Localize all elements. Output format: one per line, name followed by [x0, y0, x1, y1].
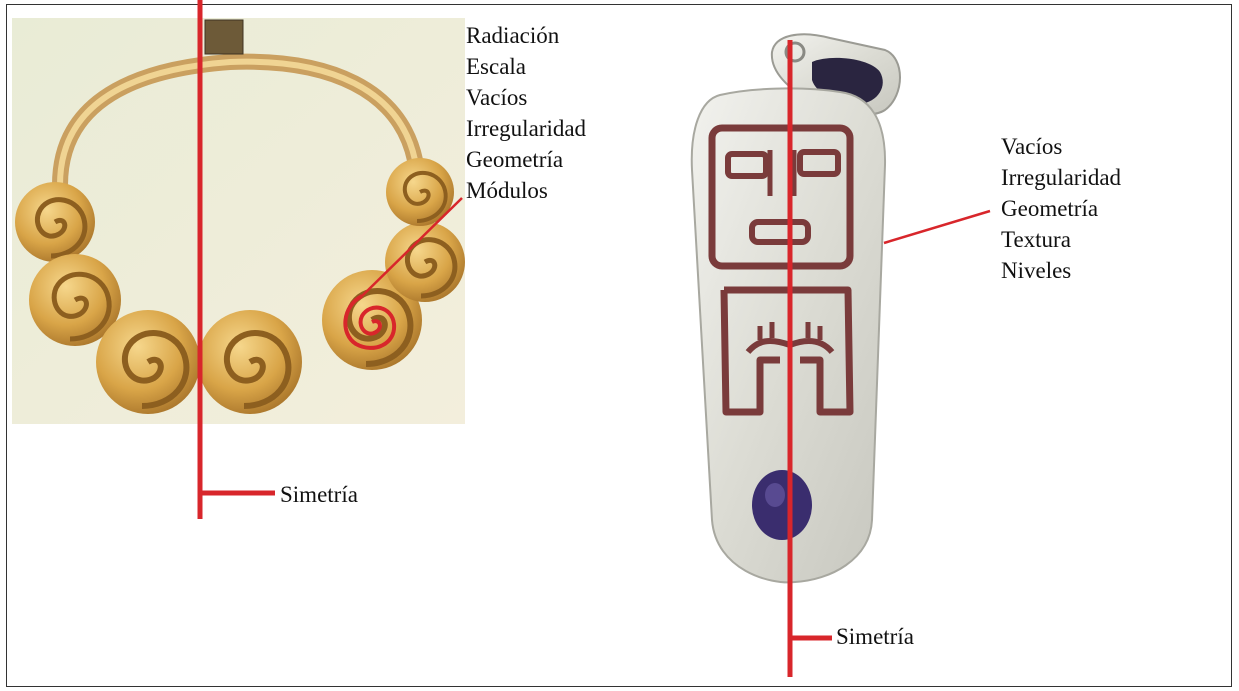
pendant-label: Vacíos: [1001, 131, 1121, 162]
necklace-image: [12, 18, 465, 424]
necklace-label: Módulos: [466, 175, 586, 206]
pendant-labels: Vacíos Irregularidad Geometría Textura N…: [1001, 131, 1121, 286]
necklace-label: Irregularidad: [466, 113, 586, 144]
necklace-symmetry-label: Simetría: [280, 479, 358, 510]
pendant-label: Geometría: [1001, 193, 1121, 224]
necklace-label: Radiación: [466, 20, 586, 51]
pendant-label: Irregularidad: [1001, 162, 1121, 193]
pendant-label: Textura: [1001, 224, 1121, 255]
necklace-labels: Radiación Escala Vacíos Irregularidad Ge…: [466, 20, 586, 206]
pendant-image: [692, 34, 900, 582]
necklace-label: Escala: [466, 51, 586, 82]
necklace-label: Geometría: [466, 144, 586, 175]
pendant-label-pointer: [884, 211, 990, 243]
pendant-symmetry-label: Simetría: [836, 621, 914, 652]
necklace-label: Vacíos: [466, 82, 586, 113]
pendant-label: Niveles: [1001, 255, 1121, 286]
